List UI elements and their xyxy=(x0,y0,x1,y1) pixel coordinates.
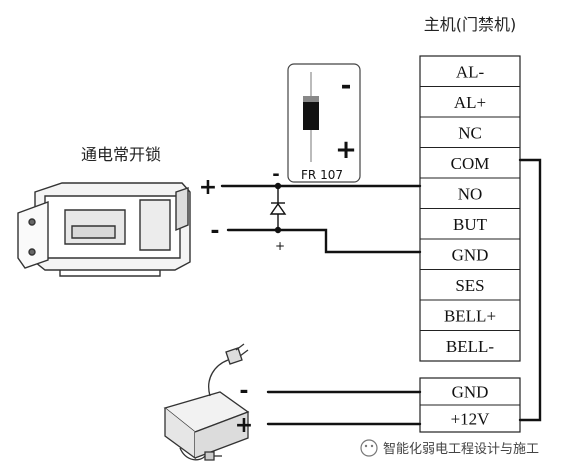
psu-minus-sign: - xyxy=(239,379,248,404)
callout-minus-sign: - xyxy=(341,71,352,101)
wires xyxy=(220,158,542,426)
main-terminal-nc: NC xyxy=(458,123,482,142)
flyback-diode xyxy=(269,182,287,234)
watermark: 智能化弱电工程设计与施工 xyxy=(360,439,539,457)
main-terminal-block: AL- AL+ NC COM NO BUT GND SES BELL+ BELL- xyxy=(419,55,521,362)
controller-title: 主机(门禁机) xyxy=(424,15,517,34)
lock-plus-sign: + xyxy=(199,175,217,200)
main-terminal-al: AL+ xyxy=(454,93,486,112)
main-terminal-com: COM xyxy=(451,154,490,173)
diode-bottom-sign: + xyxy=(275,239,285,253)
main-terminal-bell: BELL- xyxy=(446,337,494,356)
main-terminal-gnd: GND xyxy=(452,245,489,264)
power-terminal-gnd: GND xyxy=(452,383,489,402)
power-terminal-block: GND +12V xyxy=(419,377,521,433)
wire-lock-minus-to-gnd xyxy=(226,228,422,254)
lock-label: 通电常开锁 xyxy=(81,145,161,164)
power-adapter xyxy=(163,343,250,461)
electric-lock xyxy=(17,182,191,277)
callout-plus-sign: + xyxy=(335,135,357,165)
diode-top-sign: - xyxy=(272,164,279,185)
diode-callout xyxy=(287,63,361,183)
main-terminal-bell: BELL+ xyxy=(444,306,496,325)
diode-model-label: FR 107 xyxy=(301,168,343,182)
main-terminal-ses: SES xyxy=(455,276,484,295)
watermark-text: 智能化弱电工程设计与施工 xyxy=(383,442,539,457)
lock-minus-sign: - xyxy=(210,219,219,244)
wechat-icon xyxy=(360,439,378,457)
main-terminal-but: BUT xyxy=(453,215,488,234)
psu-plus-sign: + xyxy=(235,413,253,438)
main-terminal-al: AL- xyxy=(456,62,485,81)
main-terminal-no: NO xyxy=(458,184,483,203)
wire-com-to-12v xyxy=(518,158,542,422)
power-terminal-12v: +12V xyxy=(451,410,491,429)
